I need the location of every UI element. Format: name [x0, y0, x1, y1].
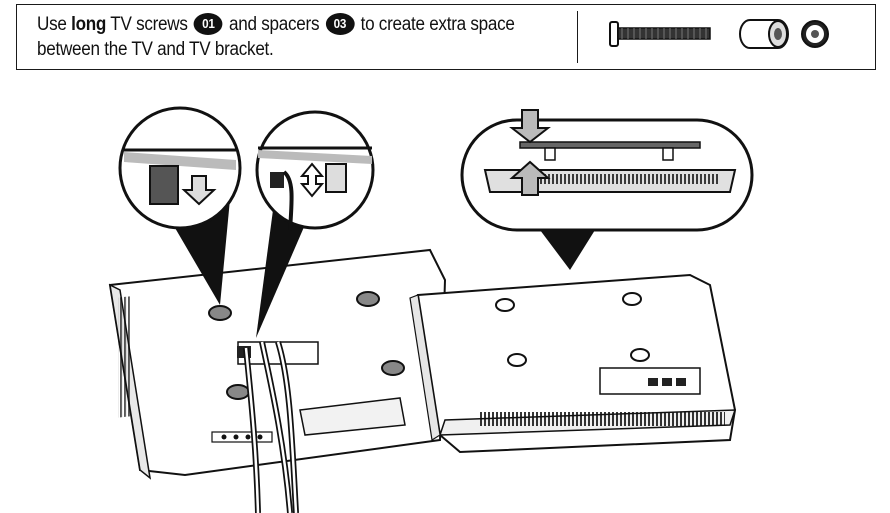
instruction-text: Use long TV screws 01 and spacers 03 to …	[37, 12, 519, 62]
connector-ports	[211, 431, 273, 443]
instruction-part-3: to create extra space between the TV and…	[37, 14, 515, 60]
vesa-hole	[381, 360, 405, 376]
screw-part-badge: 01	[193, 12, 223, 35]
vesa-hole	[507, 353, 527, 367]
tv-back-panel-right	[409, 273, 737, 454]
vesa-hole	[630, 348, 650, 362]
instruction-part-2: and spacers	[229, 14, 320, 35]
detail-oval-bracket	[460, 109, 754, 232]
spacer-icon	[739, 19, 789, 49]
vesa-hole	[622, 292, 642, 306]
spacer-end-view-icon	[801, 20, 829, 48]
instruction-divider	[577, 11, 578, 63]
vesa-hole	[495, 298, 515, 312]
instruction-bold-word: long	[71, 14, 107, 35]
instruction-prefix: Use	[37, 14, 67, 35]
vesa-hole	[226, 384, 250, 400]
hardware-icons	[609, 19, 829, 49]
spacer-part-badge: 03	[325, 12, 355, 35]
long-screw-icon	[609, 21, 711, 47]
tv-back-panel	[108, 248, 447, 513]
detail-circle-cable	[255, 110, 375, 231]
instruction-part-1: TV screws	[110, 14, 188, 35]
tv-mounting-illustration	[108, 106, 754, 513]
vesa-hole	[208, 305, 232, 321]
vesa-hole	[356, 291, 380, 307]
instruction-box: Use long TV screws 01 and spacers 03 to …	[16, 4, 876, 70]
detail-circle-spacer	[118, 106, 242, 230]
